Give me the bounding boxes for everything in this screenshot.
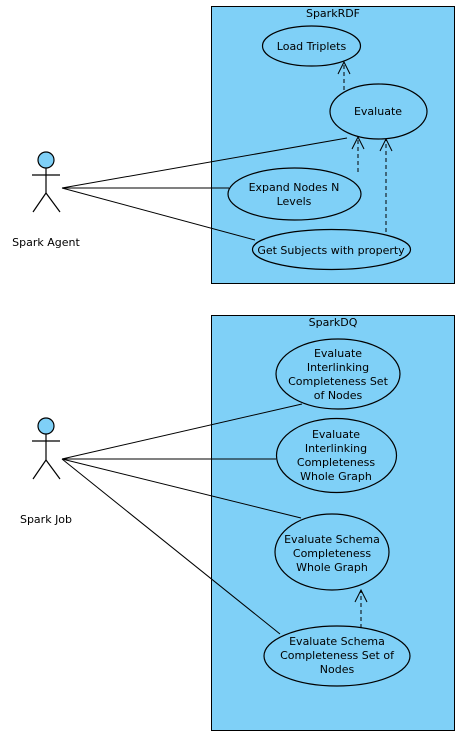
actor-label: Spark Job bbox=[20, 513, 72, 526]
dependency-schema-set-to-schema-whole bbox=[354, 588, 368, 628]
use-case-label-line-4: Whole Graph bbox=[300, 470, 372, 483]
use-case-load-triplets[interactable]: Load Triplets bbox=[261, 25, 362, 67]
use-case-schema-set[interactable]: Evaluate Schema Completeness Set of Node… bbox=[263, 625, 411, 687]
actor-head-icon bbox=[37, 151, 55, 169]
use-case-get-subjects[interactable]: Get Subjects with property bbox=[251, 228, 412, 271]
use-case-label-line-2: Levels bbox=[277, 195, 312, 208]
actor-spark-job[interactable]: Spark Job bbox=[20, 417, 72, 526]
use-case-label: Load Triplets bbox=[277, 40, 347, 53]
use-case-label-line-1: Evaluate bbox=[312, 428, 360, 441]
actor-head-icon bbox=[37, 417, 55, 435]
use-case-label-line-1: Evaluate Schema bbox=[284, 533, 380, 546]
dependency-load-graph-to-load-triplets bbox=[337, 60, 351, 90]
use-case-label-line-2: Completeness Set of bbox=[280, 649, 395, 662]
association-job-schema-set bbox=[61, 458, 281, 635]
actor-label: Spark Agent bbox=[12, 236, 80, 249]
use-case-label-line-1: Expand Nodes N bbox=[249, 181, 340, 194]
system-title-sparkdq: SparkDQ bbox=[309, 316, 358, 329]
actor-spark-agent[interactable]: Spark Agent bbox=[12, 151, 81, 249]
use-case-load-graph[interactable]: Evaluate bbox=[329, 83, 428, 140]
use-case-label-line-3: Completeness Set bbox=[288, 375, 388, 388]
stick-figure-icon bbox=[32, 434, 61, 480]
use-case-schema-whole[interactable]: Evaluate Schema Completeness Whole Graph bbox=[274, 513, 390, 591]
associations bbox=[61, 137, 348, 635]
use-case-interlinking-set[interactable]: Evaluate Interlinking Completeness Set o… bbox=[275, 338, 401, 410]
use-case-label-line-1: Evaluate Schema bbox=[289, 635, 385, 648]
association-job-schema-whole bbox=[61, 458, 302, 519]
system-title-sparkrdf: SparkRDF bbox=[306, 7, 360, 20]
use-case-label-line-3: Nodes bbox=[320, 663, 355, 676]
use-case-label-line-3: Completeness bbox=[297, 456, 375, 469]
use-case-label-line-2: Interlinking bbox=[305, 442, 367, 455]
use-case-label-line-3: Whole Graph bbox=[296, 561, 368, 574]
use-case-label-line-4: of Nodes bbox=[314, 389, 363, 402]
use-case-label-line-2: Interlinking bbox=[307, 361, 369, 374]
association-agent-load-graph bbox=[61, 137, 348, 189]
use-case-label-line-1: Evaluate bbox=[314, 347, 362, 360]
use-case-label: Evaluate bbox=[354, 105, 402, 118]
association-job-interlinking-set bbox=[61, 403, 303, 460]
use-case-label-line-2: Completeness bbox=[293, 547, 371, 560]
use-case-interlinking-whole[interactable]: Evaluate Interlinking Completeness Whole… bbox=[275, 417, 398, 494]
use-case-label: Get Subjects with property bbox=[257, 244, 405, 257]
association-agent-get-subjects bbox=[61, 187, 256, 241]
stick-figure-icon bbox=[32, 168, 61, 213]
use-case-expand-nodes[interactable]: Expand Nodes N Levels bbox=[227, 167, 362, 221]
